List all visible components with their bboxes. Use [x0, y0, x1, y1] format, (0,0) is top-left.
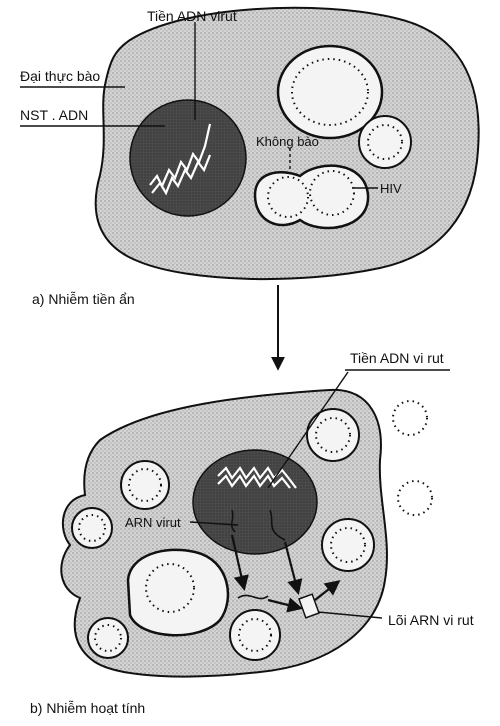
vacuole-hiv-latent	[255, 166, 368, 228]
label-chromosome-dna: NST . ADN	[20, 107, 88, 123]
nucleus-latent	[130, 100, 246, 216]
label-provirus-dna-b: Tiền ADN vi rut	[350, 350, 444, 366]
caption-active-infection: b) Nhiễm hoạt tính	[30, 700, 145, 716]
label-vacuole: Không bào	[256, 134, 319, 150]
free-virions	[393, 401, 432, 515]
label-hiv: HIV	[380, 181, 402, 197]
label-provirus-dna-a: Tiền ADN virut	[147, 8, 237, 24]
caption-latent-infection: a) Nhiễm tiền ẩn	[32, 291, 135, 307]
nucleus-active	[193, 450, 317, 554]
label-macrophage: Đại thực bào	[20, 68, 100, 84]
vacuole-small-latent	[359, 116, 411, 168]
label-viral-rna: ARN virut	[125, 515, 181, 531]
label-viral-rna-core: Lõi ARN vi rut	[388, 612, 474, 628]
